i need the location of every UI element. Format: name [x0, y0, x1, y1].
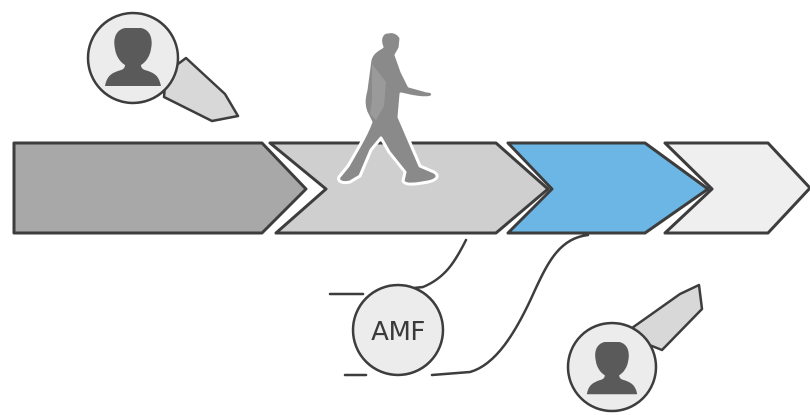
amf-node: AMF [353, 285, 443, 375]
connector-amf-upper [395, 240, 466, 290]
user-pin-bottom [568, 285, 702, 411]
connector-blue-to-amf [432, 235, 588, 375]
amf-label: AMF [371, 317, 425, 347]
stage-arrow-1 [14, 143, 306, 233]
user-pin-top [88, 13, 238, 121]
